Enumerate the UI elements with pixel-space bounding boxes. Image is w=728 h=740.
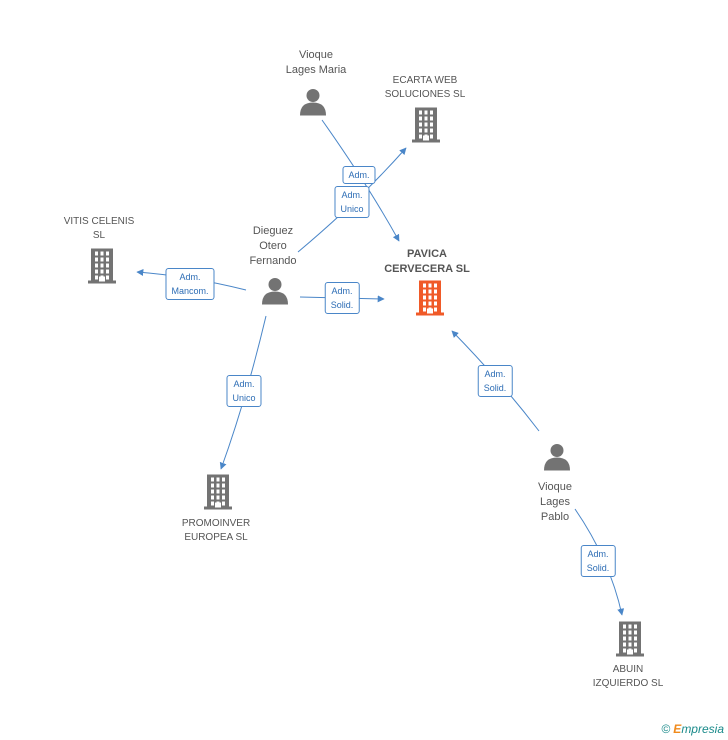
edge-label-e5[interactable]: Adm. Unico <box>226 375 262 407</box>
brand-name: mpresia <box>681 722 724 736</box>
node-label-dieguez[interactable]: Dieguez Otero Fernando <box>249 225 297 267</box>
node-label-abuin[interactable]: ABUIN IZQUIERDO SL <box>592 664 664 689</box>
footer-brand: ©Empresia <box>661 722 724 736</box>
person-icon-vioque_pablo[interactable] <box>543 443 571 476</box>
node-label-pavica[interactable]: PAVICA CERVECERA SL <box>384 248 470 275</box>
node-label-vitis[interactable]: VITIS CELENIS SL <box>63 216 135 241</box>
node-label-vioque_maria[interactable]: Vioque Lages Maria <box>285 49 347 76</box>
building-icon-pavica[interactable] <box>414 280 446 321</box>
edge-label-e2[interactable]: Adm. Unico <box>334 186 370 218</box>
node-label-ecarta[interactable]: ECARTA WEB SOLUCIONES SL <box>384 75 466 100</box>
building-icon-promoinver[interactable] <box>202 474 234 515</box>
building-icon-ecarta[interactable] <box>410 107 442 148</box>
building-icon-vitis[interactable] <box>86 248 118 289</box>
copyright-icon: © <box>661 722 671 736</box>
person-icon-dieguez[interactable] <box>261 277 289 310</box>
edge-label-e6[interactable]: Adm. Solid. <box>477 365 513 397</box>
brand-initial: E <box>673 722 682 736</box>
node-label-vioque_pablo[interactable]: Vioque Lages Pablo <box>537 481 573 523</box>
edge-label-e3[interactable]: Adm. Mancom. <box>165 268 215 300</box>
edge-label-e7[interactable]: Adm. Solid. <box>580 545 616 577</box>
building-icon-abuin[interactable] <box>614 621 646 662</box>
edge-label-e1[interactable]: Adm. <box>342 166 376 184</box>
edge-label-e4[interactable]: Adm. Solid. <box>324 282 360 314</box>
person-icon-vioque_maria[interactable] <box>299 88 327 121</box>
node-label-promoinver[interactable]: PROMOINVER EUROPEA SL <box>181 518 251 543</box>
